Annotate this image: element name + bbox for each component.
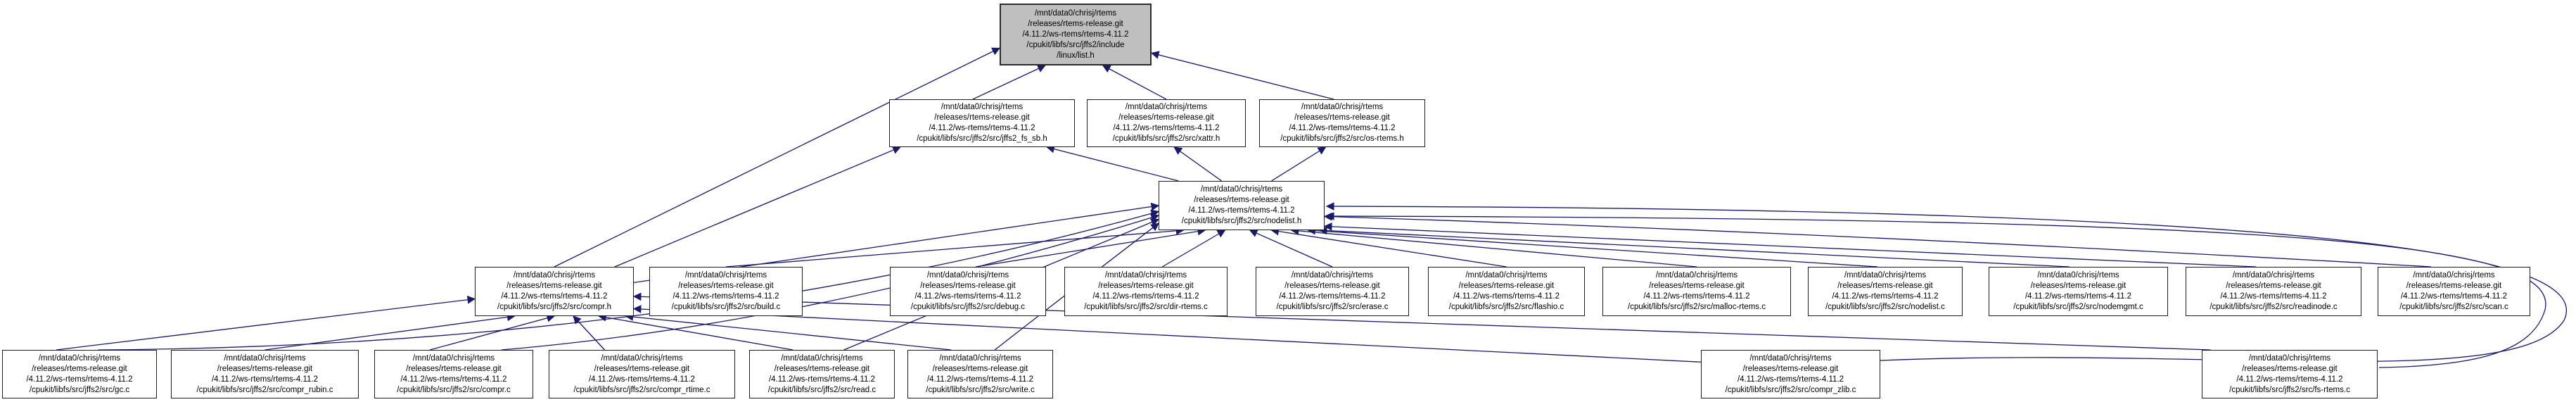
include-edge-xattr-to-list_h bbox=[1102, 65, 1167, 100]
include-edge-nodelist_c-to-nodelist bbox=[1307, 226, 1878, 268]
graph-node-nodemgmt[interactable]: /mnt/data0/chrisj/rtems /releases/rtems-… bbox=[1989, 267, 2168, 316]
graph-node-scan[interactable]: /mnt/data0/chrisj/rtems /releases/rtems-… bbox=[2378, 267, 2530, 316]
include-edge-compr_rubin-to-compr_h bbox=[264, 313, 516, 351]
graph-node-debug[interactable]: /mnt/data0/chrisj/rtems /releases/rtems-… bbox=[890, 267, 1046, 316]
graph-node-compr_c[interactable]: /mnt/data0/chrisj/rtems /releases/rtems-… bbox=[374, 350, 533, 398]
graph-node-write[interactable]: /mnt/data0/chrisj/rtems /releases/rtems-… bbox=[907, 350, 1053, 398]
include-edge-nodelist-to-os_rtems bbox=[1271, 146, 1327, 182]
include-edge-debug-to-nodelist bbox=[975, 227, 1206, 268]
graph-node-compr_zlib[interactable]: /mnt/data0/chrisj/rtems /releases/rtems-… bbox=[1701, 350, 1880, 398]
graph-node-fs_rtems[interactable]: /mnt/data0/chrisj/rtems /releases/rtems-… bbox=[2202, 350, 2378, 398]
graph-node-erase[interactable]: /mnt/data0/chrisj/rtems /releases/rtems-… bbox=[1256, 267, 1409, 316]
graph-node-compr_rtime[interactable]: /mnt/data0/chrisj/rtems /releases/rtems-… bbox=[549, 350, 735, 398]
graph-node-dir_rtems[interactable]: /mnt/data0/chrisj/rtems /releases/rtems-… bbox=[1064, 267, 1228, 316]
graph-node-read[interactable]: /mnt/data0/chrisj/rtems /releases/rtems-… bbox=[749, 350, 895, 398]
graph-node-malloc_rtems[interactable]: /mnt/data0/chrisj/rtems /releases/rtems-… bbox=[1602, 267, 1791, 316]
include-edge-os_rtems-to-list_h bbox=[1150, 51, 1334, 100]
include-edge-fs_sb-to-list_h bbox=[972, 65, 1046, 100]
graph-node-fs_sb[interactable]: /mnt/data0/chrisj/rtems /releases/rtems-… bbox=[889, 99, 1075, 147]
include-edge-build-to-nodelist bbox=[725, 227, 1185, 268]
graph-node-flashio[interactable]: /mnt/data0/chrisj/rtems /releases/rtems-… bbox=[1428, 267, 1585, 316]
graph-node-compr_h[interactable]: /mnt/data0/chrisj/rtems /releases/rtems-… bbox=[475, 267, 634, 316]
include-edge-fs_rtems-to-nodelist bbox=[1325, 212, 2546, 368]
include-edge-compr_c-to-nodelist bbox=[501, 213, 1160, 351]
include-edge-flashio-to-nodelist bbox=[1270, 227, 1507, 268]
graph-node-readinode[interactable]: /mnt/data0/chrisj/rtems /releases/rtems-… bbox=[2186, 267, 2361, 316]
graph-node-nodelist[interactable]: /mnt/data0/chrisj/rtems /releases/rtems-… bbox=[1159, 181, 1325, 230]
include-edge-read-to-compr_h bbox=[598, 313, 793, 351]
graph-node-compr_rubin[interactable]: /mnt/data0/chrisj/rtems /releases/rtems-… bbox=[171, 350, 359, 398]
include-edge-nodelist-to-xattr bbox=[1173, 146, 1223, 182]
include-edge-compr_rtime-to-compr_h bbox=[573, 315, 605, 351]
include-edge-compr_zlib-to-compr_h bbox=[632, 305, 1702, 363]
include-edge-scan-to-nodelist bbox=[1323, 212, 2431, 268]
include-edge-compr_h-to-list_h bbox=[554, 47, 1001, 268]
graph-node-build[interactable]: /mnt/data0/chrisj/rtems /releases/rtems-… bbox=[649, 267, 803, 316]
graph-node-nodelist_c[interactable]: /mnt/data0/chrisj/rtems /releases/rtems-… bbox=[1808, 267, 1963, 316]
include-edge-compr_c-to-compr_h bbox=[429, 314, 556, 351]
graph-node-os_rtems[interactable]: /mnt/data0/chrisj/rtems /releases/rtems-… bbox=[1259, 99, 1425, 147]
include-edge-erase-to-nodelist bbox=[1249, 229, 1333, 268]
graph-node-gc[interactable]: /mnt/data0/chrisj/rtems /releases/rtems-… bbox=[2, 350, 157, 398]
include-edge-compr_h-to-fs_sb bbox=[614, 146, 901, 268]
include-edge-malloc_rtems-to-nodelist bbox=[1290, 227, 1697, 268]
graph-node-list_h[interactable]: /mnt/data0/chrisj/rtems /releases/rtems-… bbox=[1000, 4, 1152, 65]
include-edge-dir_rtems-to-nodelist bbox=[1161, 230, 1226, 268]
include-edge-write-to-compr_h bbox=[625, 313, 952, 351]
include-edge-nodemgmt-to-nodelist bbox=[1318, 226, 2070, 268]
include-edge-gc-to-compr_h bbox=[56, 295, 476, 351]
graph-node-xattr[interactable]: /mnt/data0/chrisj/rtems /releases/rtems-… bbox=[1087, 99, 1246, 147]
include-edge-nodelist-to-fs_sb bbox=[1046, 144, 1179, 182]
